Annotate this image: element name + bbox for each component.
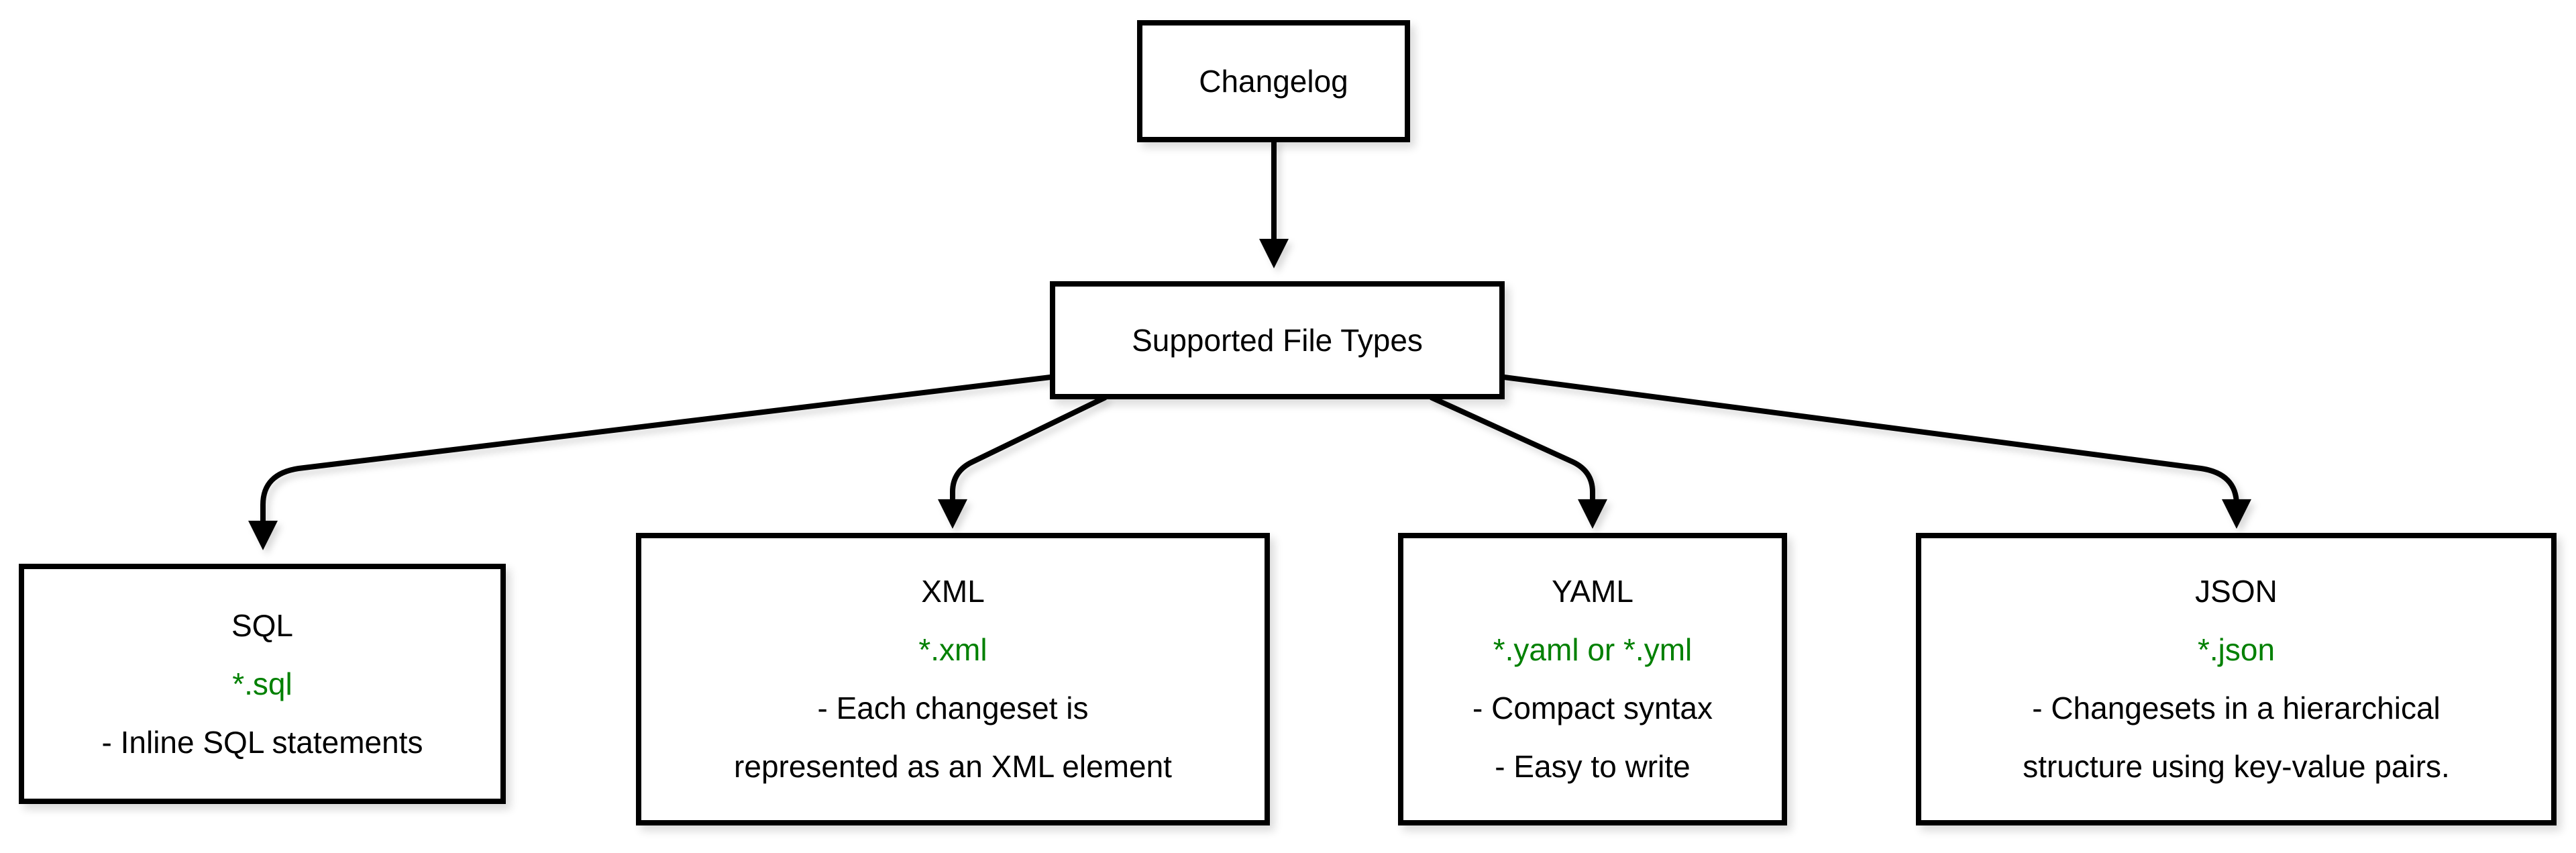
- node-json: JSON *.json - Changesets in a hierarchic…: [1916, 533, 2557, 825]
- node-sql-label: SQL: [231, 607, 294, 643]
- node-json-note: - Changesets in a hierarchical: [2032, 691, 2440, 725]
- node-changelog: Changelog: [1137, 20, 1410, 142]
- node-yaml-label: YAML: [1552, 574, 1633, 609]
- node-xml: XML *.xml - Each changeset is represente…: [636, 533, 1270, 825]
- node-changelog-label: Changelog: [1199, 63, 1348, 99]
- node-xml-label: XML: [921, 574, 985, 609]
- node-yaml: YAML *.yaml or *.yml - Compact syntax - …: [1398, 533, 1787, 825]
- node-json-label: JSON: [2195, 574, 2277, 609]
- node-xml-file-pattern: *.xml: [918, 632, 987, 667]
- edge-supported-file-types-to-sql: [248, 374, 1051, 550]
- node-sql: SQL *.sql - Inline SQL statements: [19, 564, 506, 804]
- node-supported-file-types-label: Supported File Types: [1132, 322, 1423, 358]
- node-sql-file-pattern: *.sql: [232, 666, 292, 701]
- node-yaml-note: - Easy to write: [1495, 749, 1690, 784]
- edge-supported-file-types-to-xml: [938, 395, 1107, 529]
- node-sql-note: - Inline SQL statements: [101, 724, 423, 760]
- node-supported-file-types: Supported File Types: [1050, 281, 1505, 399]
- node-yaml-file-pattern: *.yaml or *.yml: [1493, 632, 1693, 667]
- node-json-note: structure using key-value pairs.: [2023, 749, 2450, 784]
- node-xml-note: - Each changeset is: [817, 691, 1089, 725]
- node-yaml-note: - Compact syntax: [1472, 691, 1713, 725]
- edge-supported-file-types-to-yaml: [1430, 395, 1607, 529]
- node-json-file-pattern: *.json: [2197, 632, 2275, 667]
- node-xml-note: represented as an XML element: [734, 749, 1172, 784]
- edge-supported-file-types-to-json: [1503, 374, 2251, 529]
